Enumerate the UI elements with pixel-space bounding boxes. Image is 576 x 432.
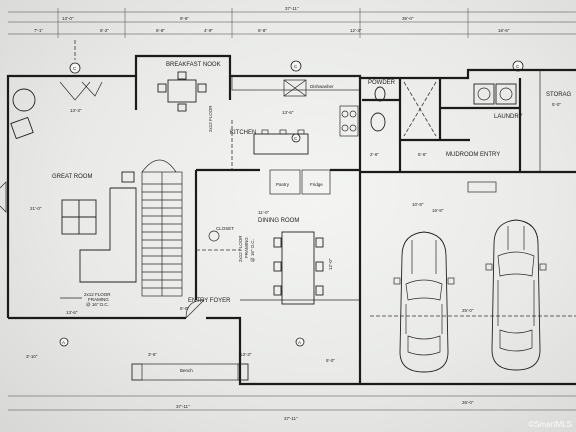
framing-foyer-c: @ 16" O.C. xyxy=(250,239,255,262)
kitchen: KITCHEN 13'-6" Dishwasher Pantry Fridge … xyxy=(208,75,361,195)
washer-icon xyxy=(473,83,495,105)
sectional-sofa-icon xyxy=(79,187,137,283)
label-dishwasher: Dishwasher xyxy=(310,84,334,89)
dim-row2-a: 7'-1" xyxy=(34,28,43,33)
dim-side-b: 5'-6" xyxy=(418,152,427,157)
round-table-icon xyxy=(12,88,36,112)
label-storage: STORAG xyxy=(546,92,572,98)
car-right-icon xyxy=(485,219,547,371)
grid-mark-c3: C xyxy=(516,64,520,69)
dim-garage-right: 16'-8" xyxy=(432,208,444,213)
fridge-cabinet xyxy=(301,169,331,195)
dim-row2-d: 4'-9" xyxy=(204,28,213,33)
mls-watermark: ©SmartMLS xyxy=(528,420,572,429)
powder-sink-icon xyxy=(370,112,386,132)
dim-foyer: 6'-0" xyxy=(180,306,189,311)
grid-mark-a2: A xyxy=(298,340,301,345)
dim-side-a: 2'-6" xyxy=(370,152,379,157)
dim-bottom-a: 3'-10" xyxy=(26,354,38,359)
label-bench: Bench xyxy=(180,368,193,373)
dim-kitchen-width: 13'-6" xyxy=(282,110,294,115)
dim-bottom-b: 3'-6" xyxy=(148,352,157,357)
dim-garage: 25'-0" xyxy=(462,308,474,313)
front-porch: Bench 3'-10" 3'-6" 13'-3" 5'-0" 37'-11" … xyxy=(8,352,576,421)
dining-room: DINING ROOM 11'-0" 12'-0" CLOSET xyxy=(196,210,333,305)
label-breakfast-nook: BREAKFAST NOOK xyxy=(166,62,221,68)
grid-mark-a1: A xyxy=(62,340,65,345)
interior-walls xyxy=(134,76,522,301)
garage: 25'-0" xyxy=(370,219,576,373)
dim-row2-g: 16'-6" xyxy=(498,28,510,33)
dim-great-height: 21'-0" xyxy=(30,206,42,211)
framing-foyer-a: 2x12 FLOOR xyxy=(238,235,243,262)
framing-kitchen: 2x12 FLOOR xyxy=(208,105,213,132)
dim-bottom-c: 13'-3" xyxy=(240,352,252,357)
dim-top-mid: 9'-6" xyxy=(180,16,189,21)
dim-top-left: 13'-0" xyxy=(62,16,74,21)
pantry-cabinet xyxy=(269,169,301,195)
dim-bottom-overall: 37'-11" xyxy=(284,416,298,421)
dim-great-width: 13'-3" xyxy=(70,108,82,113)
dim-top-right: 35'-0" xyxy=(402,16,414,21)
dim-bottom-overall-label: 37'-11" xyxy=(176,404,190,409)
label-powder: POWDER xyxy=(368,80,396,86)
framing-foyer-b: FRAMING xyxy=(244,237,249,258)
label-laundry: LAUNDRY xyxy=(494,114,523,120)
dim-row2-f: 12'-3" xyxy=(350,28,362,33)
framing-great-b: FRAMING xyxy=(88,297,109,302)
great-room: GREAT ROOM 13'-3" 21'-0" 2x12 FLOOR FRAM… xyxy=(10,81,137,315)
dim-bottom-right: 26'-0" xyxy=(462,400,474,405)
staircase xyxy=(141,159,183,297)
dim-mud-width: 10'-8" xyxy=(412,202,424,207)
entry-foyer: ENTRY FOYER 6'-0" 2x12 FLOOR FRAMING @ 1… xyxy=(180,235,255,319)
label-fridge: Fridge xyxy=(310,182,323,187)
label-kitchen: KITCHEN xyxy=(230,130,256,136)
dim-bottom-d: 5'-0" xyxy=(326,358,335,363)
label-mudroom-entry: MUDROOM ENTRY xyxy=(446,152,500,158)
dining-table-icon xyxy=(167,79,197,103)
grid-marks: C C C C A A xyxy=(59,40,524,347)
dim-row2-e: 6'-8" xyxy=(258,28,267,33)
dim-top-overall: 37'-11" xyxy=(285,6,299,11)
dim-row2-b: 6'-2" xyxy=(100,28,109,33)
dining-table-long-icon xyxy=(281,231,315,305)
grid-mark-c2: C xyxy=(294,64,298,69)
grid-mark-c4: C xyxy=(294,136,298,141)
range-icon xyxy=(339,105,359,137)
dim-row2-c: 6'-8" xyxy=(156,28,165,33)
service-rooms: POWDER LAUNDRY MUDROOM ENTRY 10'-8" 16'-… xyxy=(368,70,572,213)
dim-bottom-left: 13'-6" xyxy=(66,310,78,315)
label-closet: CLOSET xyxy=(216,226,234,231)
grid-mark-c1: C xyxy=(73,66,77,71)
breakfast-nook: BREAKFAST NOOK xyxy=(157,62,221,112)
dryer-icon xyxy=(495,83,517,105)
car-left-icon xyxy=(393,231,455,373)
armchair-icon xyxy=(10,116,34,140)
dim-dining-width: 11'-0" xyxy=(258,210,270,215)
framing-great-a: 2x12 FLOOR xyxy=(84,292,111,297)
dim-storage-width: 5'-0" xyxy=(552,102,561,107)
top-dimension-lines: 37'-11" 13'-0" 9'-6" 35'-0" 7'-1" 6'-2" … xyxy=(8,6,576,38)
label-pantry: Pantry xyxy=(276,182,290,187)
label-entry-foyer: ENTRY FOYER xyxy=(188,298,231,304)
framing-great-c: @ 16" O.C. xyxy=(86,302,109,307)
label-great-room: GREAT ROOM xyxy=(52,174,92,180)
label-dining-room: DINING ROOM xyxy=(258,218,299,224)
toilet-icon xyxy=(374,86,386,102)
dim-dining-height: 12'-0" xyxy=(328,258,333,270)
sink-icon xyxy=(283,79,307,97)
